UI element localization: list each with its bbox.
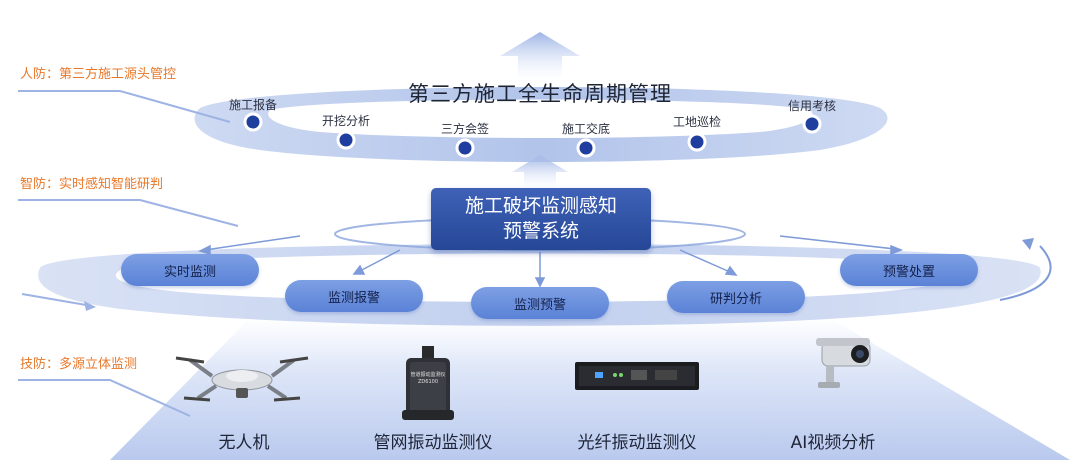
middle-ring-pill: 监测预警 (471, 287, 609, 319)
fiber-monitor-icon (575, 362, 699, 390)
top-ring (194, 87, 888, 162)
middle-ring-pill: 实时监测 (121, 254, 259, 286)
middle-ring-pill: 研判分析 (667, 281, 805, 313)
zhifang-leader (18, 199, 239, 227)
vibration-monitor-icon (402, 346, 454, 420)
radial-arrows (197, 235, 904, 288)
layer-label-jifang: 技防：多源立体监测 (20, 357, 138, 372)
right-curve-arrow (999, 245, 1052, 301)
drone-icon (175, 356, 309, 402)
renfang-leader (18, 90, 231, 123)
center-box-line2: 预警系统 (502, 220, 579, 242)
top-ring-item: 三方会签 (440, 122, 490, 136)
top-ring-item: 施工报备 (228, 98, 278, 112)
monitor-tag-line1: 管道振动监测仪 (410, 372, 446, 378)
center-up-arrow (512, 155, 568, 188)
monitor-tag-line2: ZD6100 (418, 379, 438, 385)
top-ring-item: 施工交底 (561, 122, 611, 136)
monitor-tag: 管道振动监测仪 ZD6100 (408, 372, 448, 386)
middle-ring-pill: 监测报警 (285, 280, 423, 312)
top-ring-dots (243, 112, 822, 158)
layer-label-zhifang: 智防：实时感知智能研判 (20, 177, 164, 192)
jifang-leader (18, 379, 191, 417)
device-label-pipe-monitor: 管网振动监测仪 (373, 433, 493, 453)
top-up-arrow (500, 32, 580, 80)
top-ring-item: 开挖分析 (321, 114, 371, 128)
center-system-box: 施工破坏监测感知 预警系统 (431, 188, 651, 250)
top-ring-item: 信用考核 (787, 99, 837, 113)
top-ring-title: 第三方施工全生命周期管理 (408, 82, 672, 106)
layer-label-renfang: 人防：第三方施工源头管控 (20, 67, 177, 82)
device-label-drone: 无人机 (218, 433, 270, 453)
left-arrow-line (21, 293, 93, 307)
device-label-ai-video: AI视频分析 (790, 433, 876, 453)
right-curve-arrowhead (1022, 238, 1034, 250)
device-label-fiber-monitor: 光纤振动监测仪 (577, 433, 697, 453)
left-arrowhead (84, 301, 96, 311)
middle-ring-pill: 预警处置 (840, 254, 978, 286)
camera-icon (816, 338, 871, 388)
top-ring-item: 工地巡检 (672, 115, 722, 129)
center-box-line1: 施工破坏监测感知 (464, 195, 617, 217)
